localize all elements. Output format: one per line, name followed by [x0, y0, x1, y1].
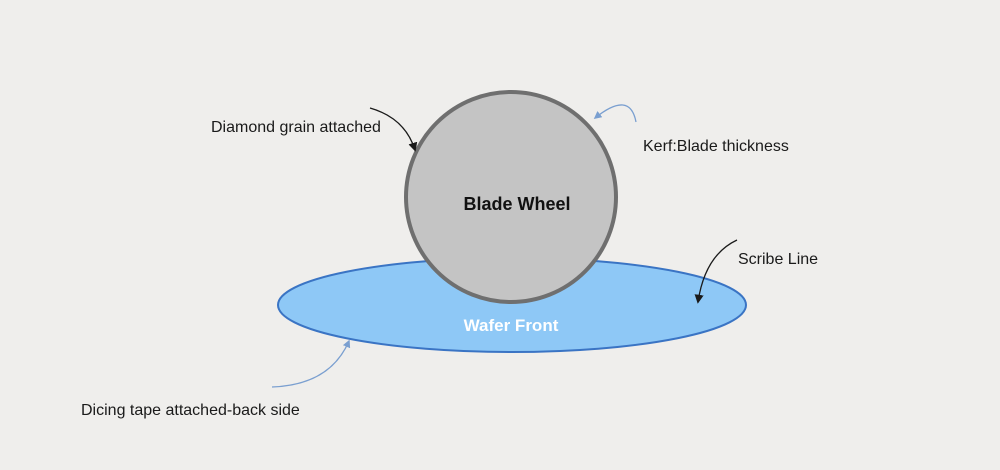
diamond-grain-label: Diamond grain attached [211, 119, 381, 136]
kerf-label: Kerf:Blade thickness [643, 138, 789, 155]
dicing-tape-arrow [271, 339, 351, 388]
wafer-front-label: Wafer Front [464, 316, 559, 335]
kerf-arrow [593, 104, 637, 123]
scribe-line-arrow [694, 239, 738, 304]
blade-wheel-label: Blade Wheel [463, 194, 570, 214]
blade-wheel-circle [404, 90, 618, 304]
dicing-tape-label: Dicing tape attached-back side [81, 402, 300, 419]
scribe-line-label: Scribe Line [738, 251, 818, 268]
diamond-grain-arrow [369, 107, 418, 152]
